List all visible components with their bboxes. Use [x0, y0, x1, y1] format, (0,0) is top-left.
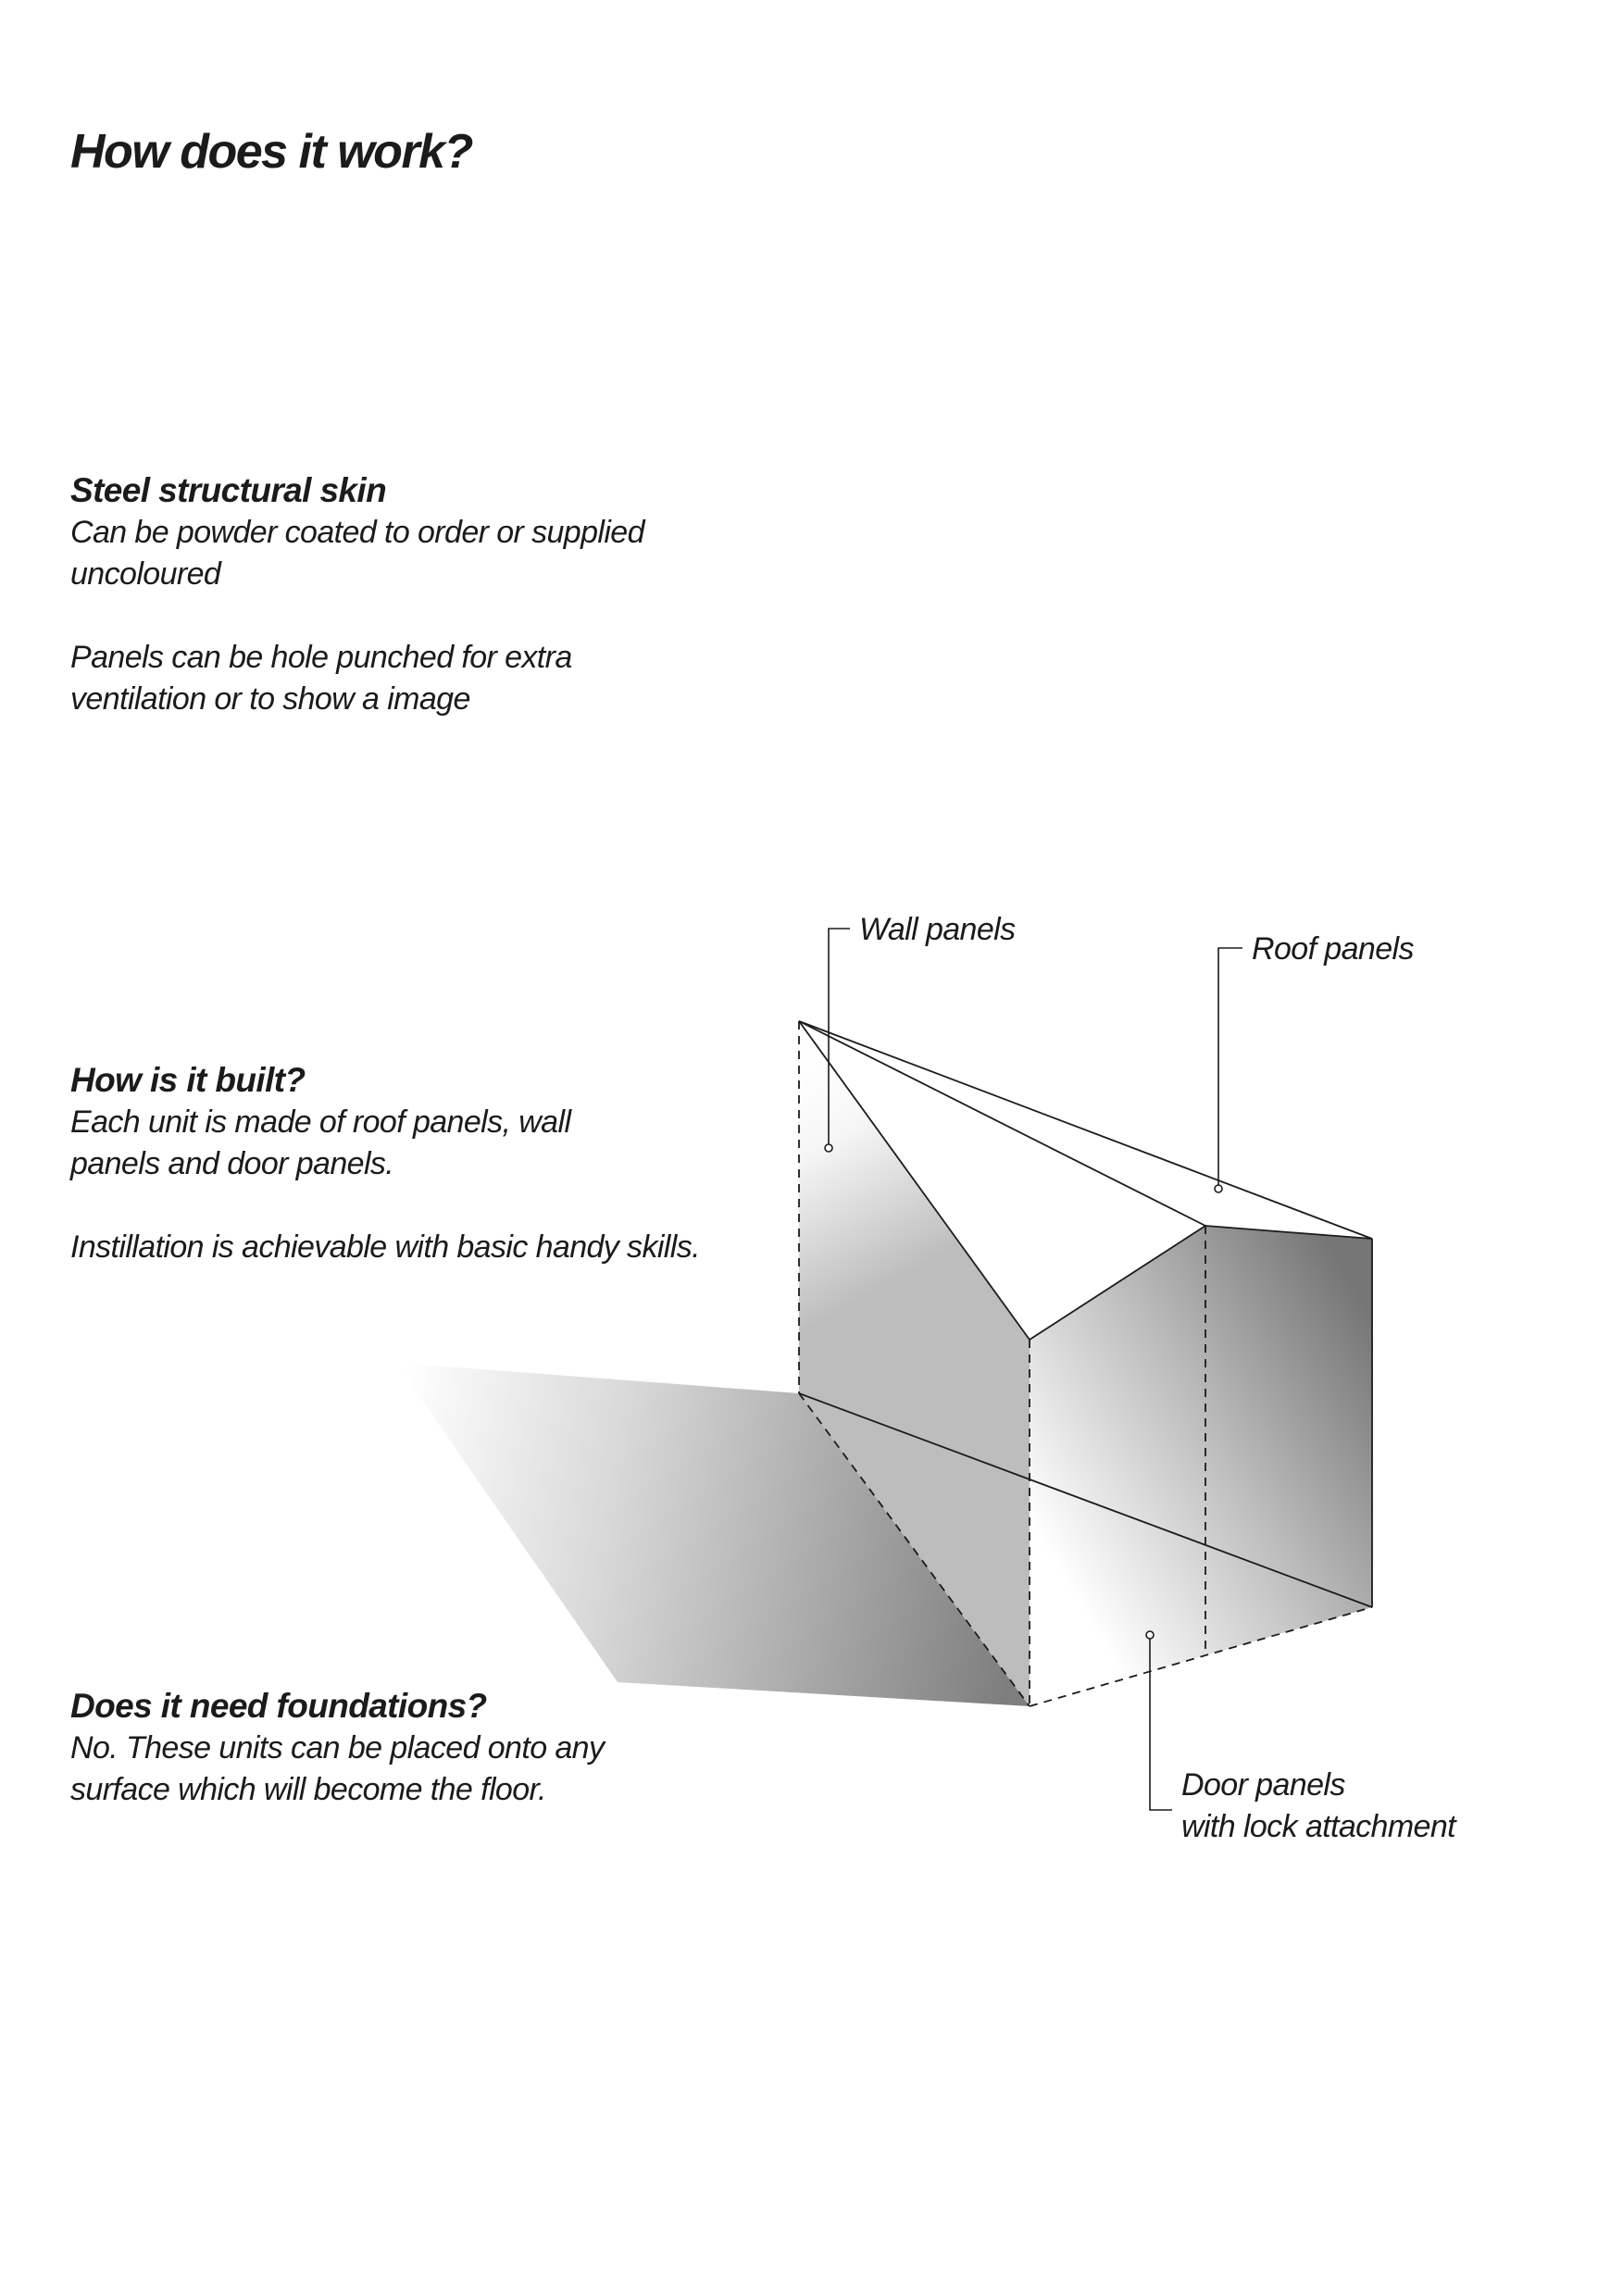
door-callout-leader: [1149, 1635, 1172, 1811]
roof-panels-label: Roof panels: [1252, 931, 1414, 967]
section-text: Can be powder coated to order or supplie…: [70, 515, 645, 592]
section-steel-skin: Steel structural skin Can be powder coat…: [70, 469, 755, 720]
section-text: Each unit is made of roof panels, wall p…: [70, 1104, 571, 1181]
section-heading: Steel structural skin: [70, 471, 387, 509]
wall-callout-leader: [828, 928, 850, 1148]
roof-fold-edge: [1029, 1225, 1206, 1341]
section-heading: Does it need foundations?: [70, 1687, 487, 1725]
section-text: No. These units can be placed onto any s…: [70, 1730, 605, 1807]
roof-callout-leader: [1217, 947, 1242, 1189]
section-heading: How is it built?: [70, 1061, 306, 1099]
hidden-edge: [1029, 1606, 1373, 1707]
wall-panels-label: Wall panels: [859, 912, 1016, 947]
roof-callout-dot: [1214, 1184, 1223, 1193]
roof-ridge-edge: [798, 1020, 1373, 1240]
roof-panel-left: [799, 1021, 1030, 1706]
roof-fold-edge: [798, 1020, 1030, 1341]
page-title: How does it work?: [70, 125, 473, 179]
ground-shadow: [396, 1363, 1030, 1706]
door-callout-dot: [1145, 1630, 1155, 1640]
section-text: Panels can be hole punched for extra ven…: [70, 640, 572, 717]
section-text: Instillation is achievable with basic ha…: [70, 1229, 701, 1265]
hidden-edge: [798, 1392, 1030, 1707]
door-panels-label: Door panels with lock attachment: [1181, 1765, 1456, 1848]
base-edge: [798, 1392, 1373, 1608]
roof-edge: [1205, 1225, 1373, 1240]
section-how-built: How is it built? Each unit is made of ro…: [70, 1059, 904, 1268]
door-panels-label-line2: with lock attachment: [1181, 1809, 1456, 1844]
wall-callout-dot: [824, 1143, 833, 1153]
wall-panel-shaded: [1030, 1226, 1372, 1706]
roof-edge: [798, 1020, 1206, 1227]
section-foundations: Does it need foundations? No. These unit…: [70, 1685, 700, 1811]
door-panels-label-line1: Door panels: [1181, 1767, 1345, 1803]
